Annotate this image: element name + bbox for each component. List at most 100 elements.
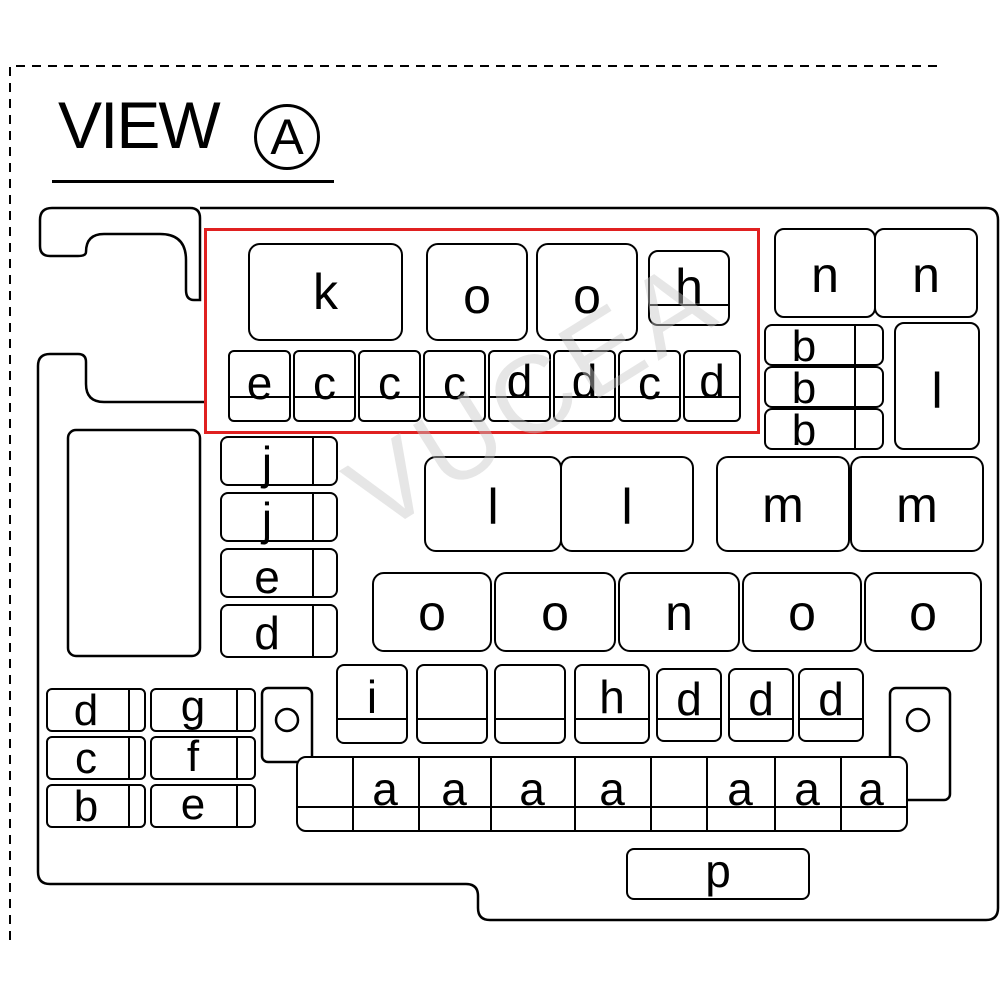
fuse-b[interactable]: b: [764, 406, 884, 455]
fuse-strip: [230, 396, 289, 420]
housing-outline: [38, 206, 202, 302]
fuse-d[interactable]: d: [728, 668, 794, 742]
fuse-strip: [298, 806, 906, 830]
fuse-l[interactable]: l: [560, 456, 694, 552]
fuse-c[interactable]: c: [358, 350, 421, 422]
fuse-label: c: [75, 734, 97, 783]
fuse-d[interactable]: d: [798, 668, 864, 742]
fuse-j[interactable]: j: [220, 492, 338, 545]
fuse-e[interactable]: e: [150, 780, 256, 829]
fuse-label: n: [912, 247, 940, 303]
fuse-o[interactable]: o: [426, 243, 528, 341]
fuse-label: e: [180, 780, 206, 829]
mount-tab-left: [260, 686, 314, 764]
mount-hole-left: [274, 707, 300, 733]
fuse-divider: [236, 786, 238, 826]
fuse-m[interactable]: m: [716, 456, 850, 552]
fuse-label: l: [621, 479, 633, 535]
fuse-divider: [706, 758, 708, 830]
fuse-label-a[interactable]: a: [599, 763, 625, 815]
fuse-divider: [352, 758, 354, 830]
view-marker-circle: A: [254, 104, 320, 170]
fuse-label-a[interactable]: a: [794, 763, 820, 815]
fuse-d[interactable]: d: [46, 686, 146, 735]
fuse-blank[interactable]: [494, 664, 566, 744]
fuse-b[interactable]: b: [46, 782, 146, 831]
view-title: VIEW: [58, 88, 221, 162]
fuse-strip: [685, 396, 739, 420]
fuse-strip: [658, 718, 720, 740]
fuse-o[interactable]: o: [742, 572, 862, 652]
fuse-k[interactable]: k: [248, 243, 403, 341]
fuse-c[interactable]: c: [423, 350, 486, 422]
fuse-strip: [496, 718, 564, 742]
fuse-label: o: [909, 585, 937, 641]
blank-block-left: [66, 428, 202, 658]
fuse-j[interactable]: j: [220, 436, 338, 489]
fuse-o[interactable]: o: [536, 243, 638, 341]
fuse-divider: [312, 606, 314, 656]
highlight-box: [204, 228, 760, 434]
fuse-label: m: [762, 477, 804, 533]
fuse-e[interactable]: e: [228, 350, 291, 422]
fuse-m[interactable]: m: [850, 456, 984, 552]
fuse-h[interactable]: h: [648, 250, 730, 326]
fuse-strip: [490, 396, 549, 420]
fuse-n[interactable]: n: [874, 228, 978, 318]
fuse-strip: [650, 304, 728, 324]
fuse-b[interactable]: b: [764, 322, 884, 371]
view-title-underline: [52, 180, 334, 183]
fuse-label: f: [186, 732, 200, 781]
fuse-d[interactable]: d: [488, 350, 551, 422]
fuse-b[interactable]: b: [764, 364, 884, 413]
fuse-a-row: a a a a a a a: [296, 756, 908, 832]
fuse-o[interactable]: o: [864, 572, 982, 652]
fuse-blank[interactable]: [416, 664, 488, 744]
fuse-label-a[interactable]: a: [727, 763, 753, 815]
fuse-label-a[interactable]: a: [441, 763, 467, 815]
fuse-c[interactable]: c: [46, 734, 146, 783]
fuse-i[interactable]: i: [336, 664, 408, 744]
fuse-label: e: [246, 357, 273, 409]
fuse-divider: [490, 758, 492, 830]
fuse-label-a[interactable]: a: [858, 763, 884, 815]
fuse-divider: [774, 758, 776, 830]
fuse-d[interactable]: d: [683, 350, 741, 422]
fuse-l[interactable]: l: [894, 322, 980, 450]
fuse-strip: [576, 718, 648, 742]
fuse-h[interactable]: h: [574, 664, 650, 744]
fuse-divider: [312, 494, 314, 540]
fuse-n[interactable]: n: [774, 228, 876, 318]
housing-outline-main: [36, 206, 1000, 922]
fuse-l[interactable]: l: [424, 456, 562, 552]
fuse-label: o: [573, 268, 601, 324]
fuse-p[interactable]: p: [626, 845, 810, 900]
fuse-c[interactable]: c: [618, 350, 681, 422]
fuse-label-a[interactable]: a: [372, 763, 398, 815]
fuse-divider: [236, 690, 238, 730]
fuse-label: i: [366, 671, 378, 723]
fuse-e[interactable]: e: [220, 548, 338, 603]
fuse-divider: [650, 758, 652, 830]
fuse-label: b: [791, 364, 817, 413]
fuse-c[interactable]: c: [293, 350, 356, 422]
fuse-divider: [128, 690, 130, 730]
fuse-n[interactable]: n: [618, 572, 740, 652]
fuse-f[interactable]: f: [150, 732, 256, 781]
fuse-label: g: [180, 682, 206, 731]
fuse-label: p: [705, 845, 731, 897]
fuse-o[interactable]: o: [494, 572, 616, 652]
fuse-label: k: [313, 264, 338, 320]
fuse-strip: [730, 718, 792, 740]
fuse-label: l: [931, 363, 943, 419]
fuse-g[interactable]: g: [150, 682, 256, 732]
fuse-d[interactable]: d: [220, 604, 338, 659]
fuse-label: d: [73, 686, 99, 735]
fuse-label: l: [487, 479, 499, 535]
fuse-label-a[interactable]: a: [519, 763, 545, 815]
fuse-o[interactable]: o: [372, 572, 492, 652]
fuse-divider: [312, 550, 314, 596]
fuse-d[interactable]: d: [553, 350, 616, 422]
fuse-d[interactable]: d: [656, 668, 722, 742]
